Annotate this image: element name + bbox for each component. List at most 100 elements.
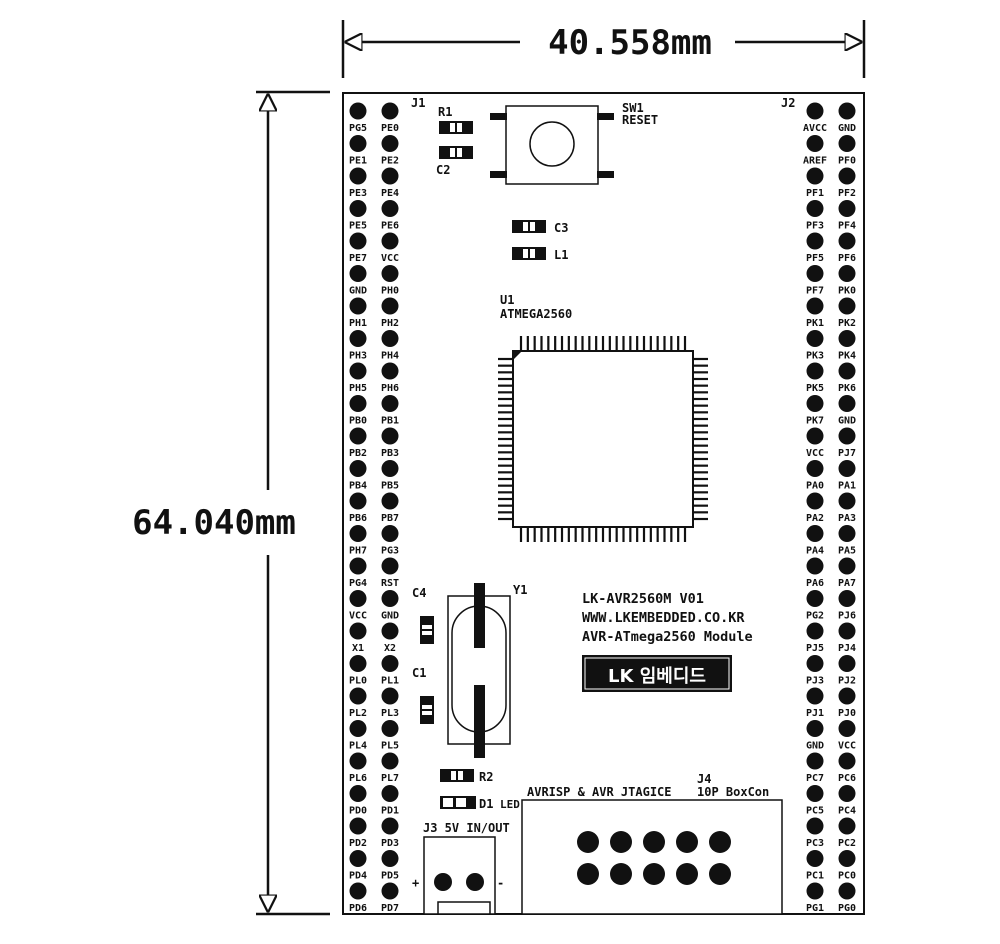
c4-ref: C4 [412,586,426,600]
j1-pin-label: GND [381,611,399,622]
y1-ref: Y1 [513,583,527,597]
inductor-l1: L1 [512,247,568,262]
j2-pin [838,752,856,770]
c3-ref: C3 [554,221,568,235]
j2-pin-label: PF7 [806,286,824,297]
j2-pin-label: PC3 [806,838,824,849]
j1-pin [381,752,399,770]
j1-pin [349,622,367,640]
j1-pin-label: PG5 [349,123,367,134]
j1-pin-label: PH0 [381,286,399,297]
j2-pin-label: PJ7 [838,448,856,459]
j1-pin [349,785,367,802]
resistor-r2: R2 [440,769,493,784]
r2-ref: R2 [479,770,493,784]
j2-pin [806,492,824,510]
crystal-y1: Y1 [447,583,527,758]
u1-name: ATMEGA2560 [500,307,572,321]
j1-pin [349,330,367,347]
j2-pin-label: GND [838,123,856,134]
j2-pin [838,655,856,672]
d1-ref: D1 [479,797,493,811]
j1-pin [349,427,367,445]
j1-pin-label: PE4 [381,188,399,199]
j2-pin [838,590,856,607]
j2-pin-label: PK2 [838,318,856,329]
j1-pin-label: PB7 [381,513,399,524]
j1-pin-label: PL0 [349,676,367,687]
resistor-r1: R1 [438,105,473,134]
j2-pin [838,525,856,542]
j1-pin [349,850,367,867]
j2-pin-label: PJ6 [838,611,856,622]
j2-pin-label: PC7 [806,773,824,784]
r1-ref: R1 [438,105,452,119]
j1-pin [381,135,399,152]
j1-pin-label: PD2 [349,838,367,849]
j4-pin [577,863,599,885]
capacitor-c3: C3 [512,220,568,235]
j2-pin [806,590,824,607]
j1-pin-label: PD5 [381,871,399,882]
j2-pin-label: PF1 [806,188,824,199]
j1-pin [381,525,399,542]
j2-pin [838,492,856,510]
j2-pin-label: PK5 [806,383,824,394]
j1-pin-label: PH7 [349,546,367,557]
j2-pin [838,785,856,802]
j2-pin [838,167,856,185]
height-label: 64.040mm [132,503,296,543]
j4-pin [643,831,665,853]
j4-pin [676,831,698,853]
j1-pin [381,265,399,282]
j1-pin [349,297,367,315]
l1-ref: L1 [554,248,568,262]
j2-pin-label: PK7 [806,416,824,427]
board-info-line2: WWW.LKEMBEDDED.CO.KR [582,610,745,626]
switch-sw1: SW1 RESET [490,101,658,185]
j1-pin [349,460,367,477]
j2-pin [806,882,824,900]
j1-pin-label: PL5 [381,741,399,752]
j2-pin [806,135,824,152]
j1-pin [349,167,367,185]
j2-pin [806,720,824,737]
j2-pin [838,817,856,835]
j1-pin-label: PE3 [349,188,367,199]
j1-pin-label: GND [349,286,367,297]
j4-ref: J4 [697,772,711,786]
j2-pin-label: PF0 [838,156,856,167]
j2-pin-label: PJ3 [806,676,824,687]
j2-pin-label: PG2 [806,611,824,622]
j1-pin [381,427,399,445]
j1-pin-label: VCC [381,253,399,264]
j1-pin [349,720,367,737]
j1-pin-label: PH5 [349,383,367,394]
j1-pin-label: PH2 [381,318,399,329]
j2-pin [806,297,824,315]
j1-pin-label: PB6 [349,513,367,524]
j1-pin-label: PG4 [349,578,367,589]
j2-pin [838,135,856,152]
j1-pin [381,882,399,900]
j1-pin-label: PL3 [381,708,399,719]
j1-pin [381,460,399,477]
board-info: LK-AVR2560M V01 WWW.LKEMBEDDED.CO.KR AVR… [582,591,753,645]
j2-pin [806,427,824,445]
j1-pin-label: PD3 [381,838,399,849]
j2-pin-label: PK4 [838,351,856,362]
j1-pin [381,200,399,217]
j1-pin [349,102,367,120]
j2-pin-label: PK1 [806,318,824,329]
j1-pin [381,297,399,315]
j2-pin-label: PC1 [806,871,824,882]
capacitor-c4: C4 [412,586,434,644]
j2-pin-label: PA0 [806,481,824,492]
j1-pin-label: VCC [349,611,367,622]
j1-pin-label: PH3 [349,351,367,362]
j1-ref: J1 [411,96,425,110]
j2-pin-label: GND [838,416,856,427]
j1-pin-label: PL6 [349,773,367,784]
